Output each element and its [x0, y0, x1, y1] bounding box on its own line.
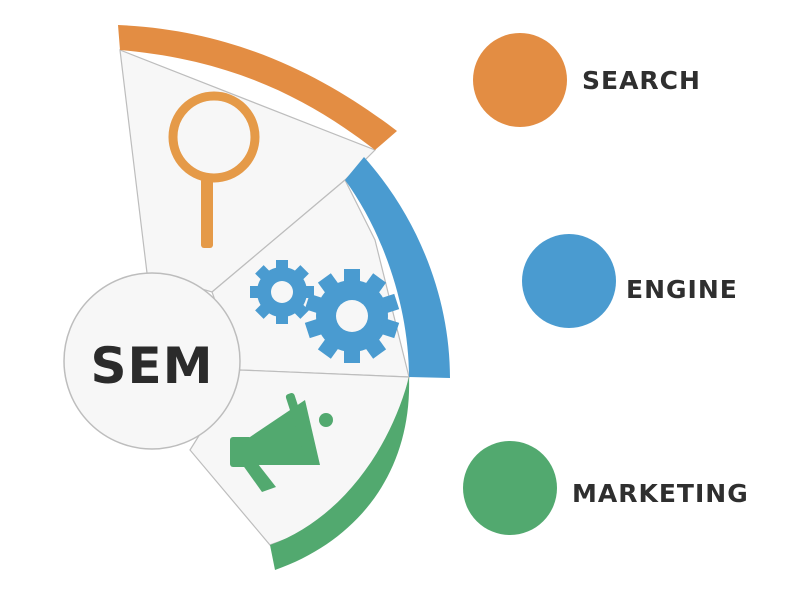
legend-item-search: SEARCH — [473, 33, 701, 127]
legend-label-search: SEARCH — [582, 66, 701, 95]
legend: SEARCH ENGINE MARKETING — [463, 33, 749, 535]
legend-label-marketing: MARKETING — [572, 479, 749, 508]
legend-item-engine: ENGINE — [522, 234, 738, 328]
legend-item-marketing: MARKETING — [463, 441, 749, 535]
center-label: SEM — [91, 337, 214, 395]
band-engine — [345, 157, 450, 378]
center-badge: SEM — [63, 272, 241, 450]
large-gear-icon — [304, 269, 400, 363]
small-gear-icon — [250, 260, 314, 324]
megaphone-icon — [230, 392, 333, 492]
legend-label-engine: ENGINE — [626, 275, 738, 304]
gears-icon — [250, 260, 400, 363]
search-dot — [473, 33, 567, 127]
marketing-dot — [463, 441, 557, 535]
band-search — [118, 25, 397, 150]
magnifier-icon — [168, 91, 260, 248]
band-marketing — [270, 377, 410, 570]
engine-dot — [522, 234, 616, 328]
